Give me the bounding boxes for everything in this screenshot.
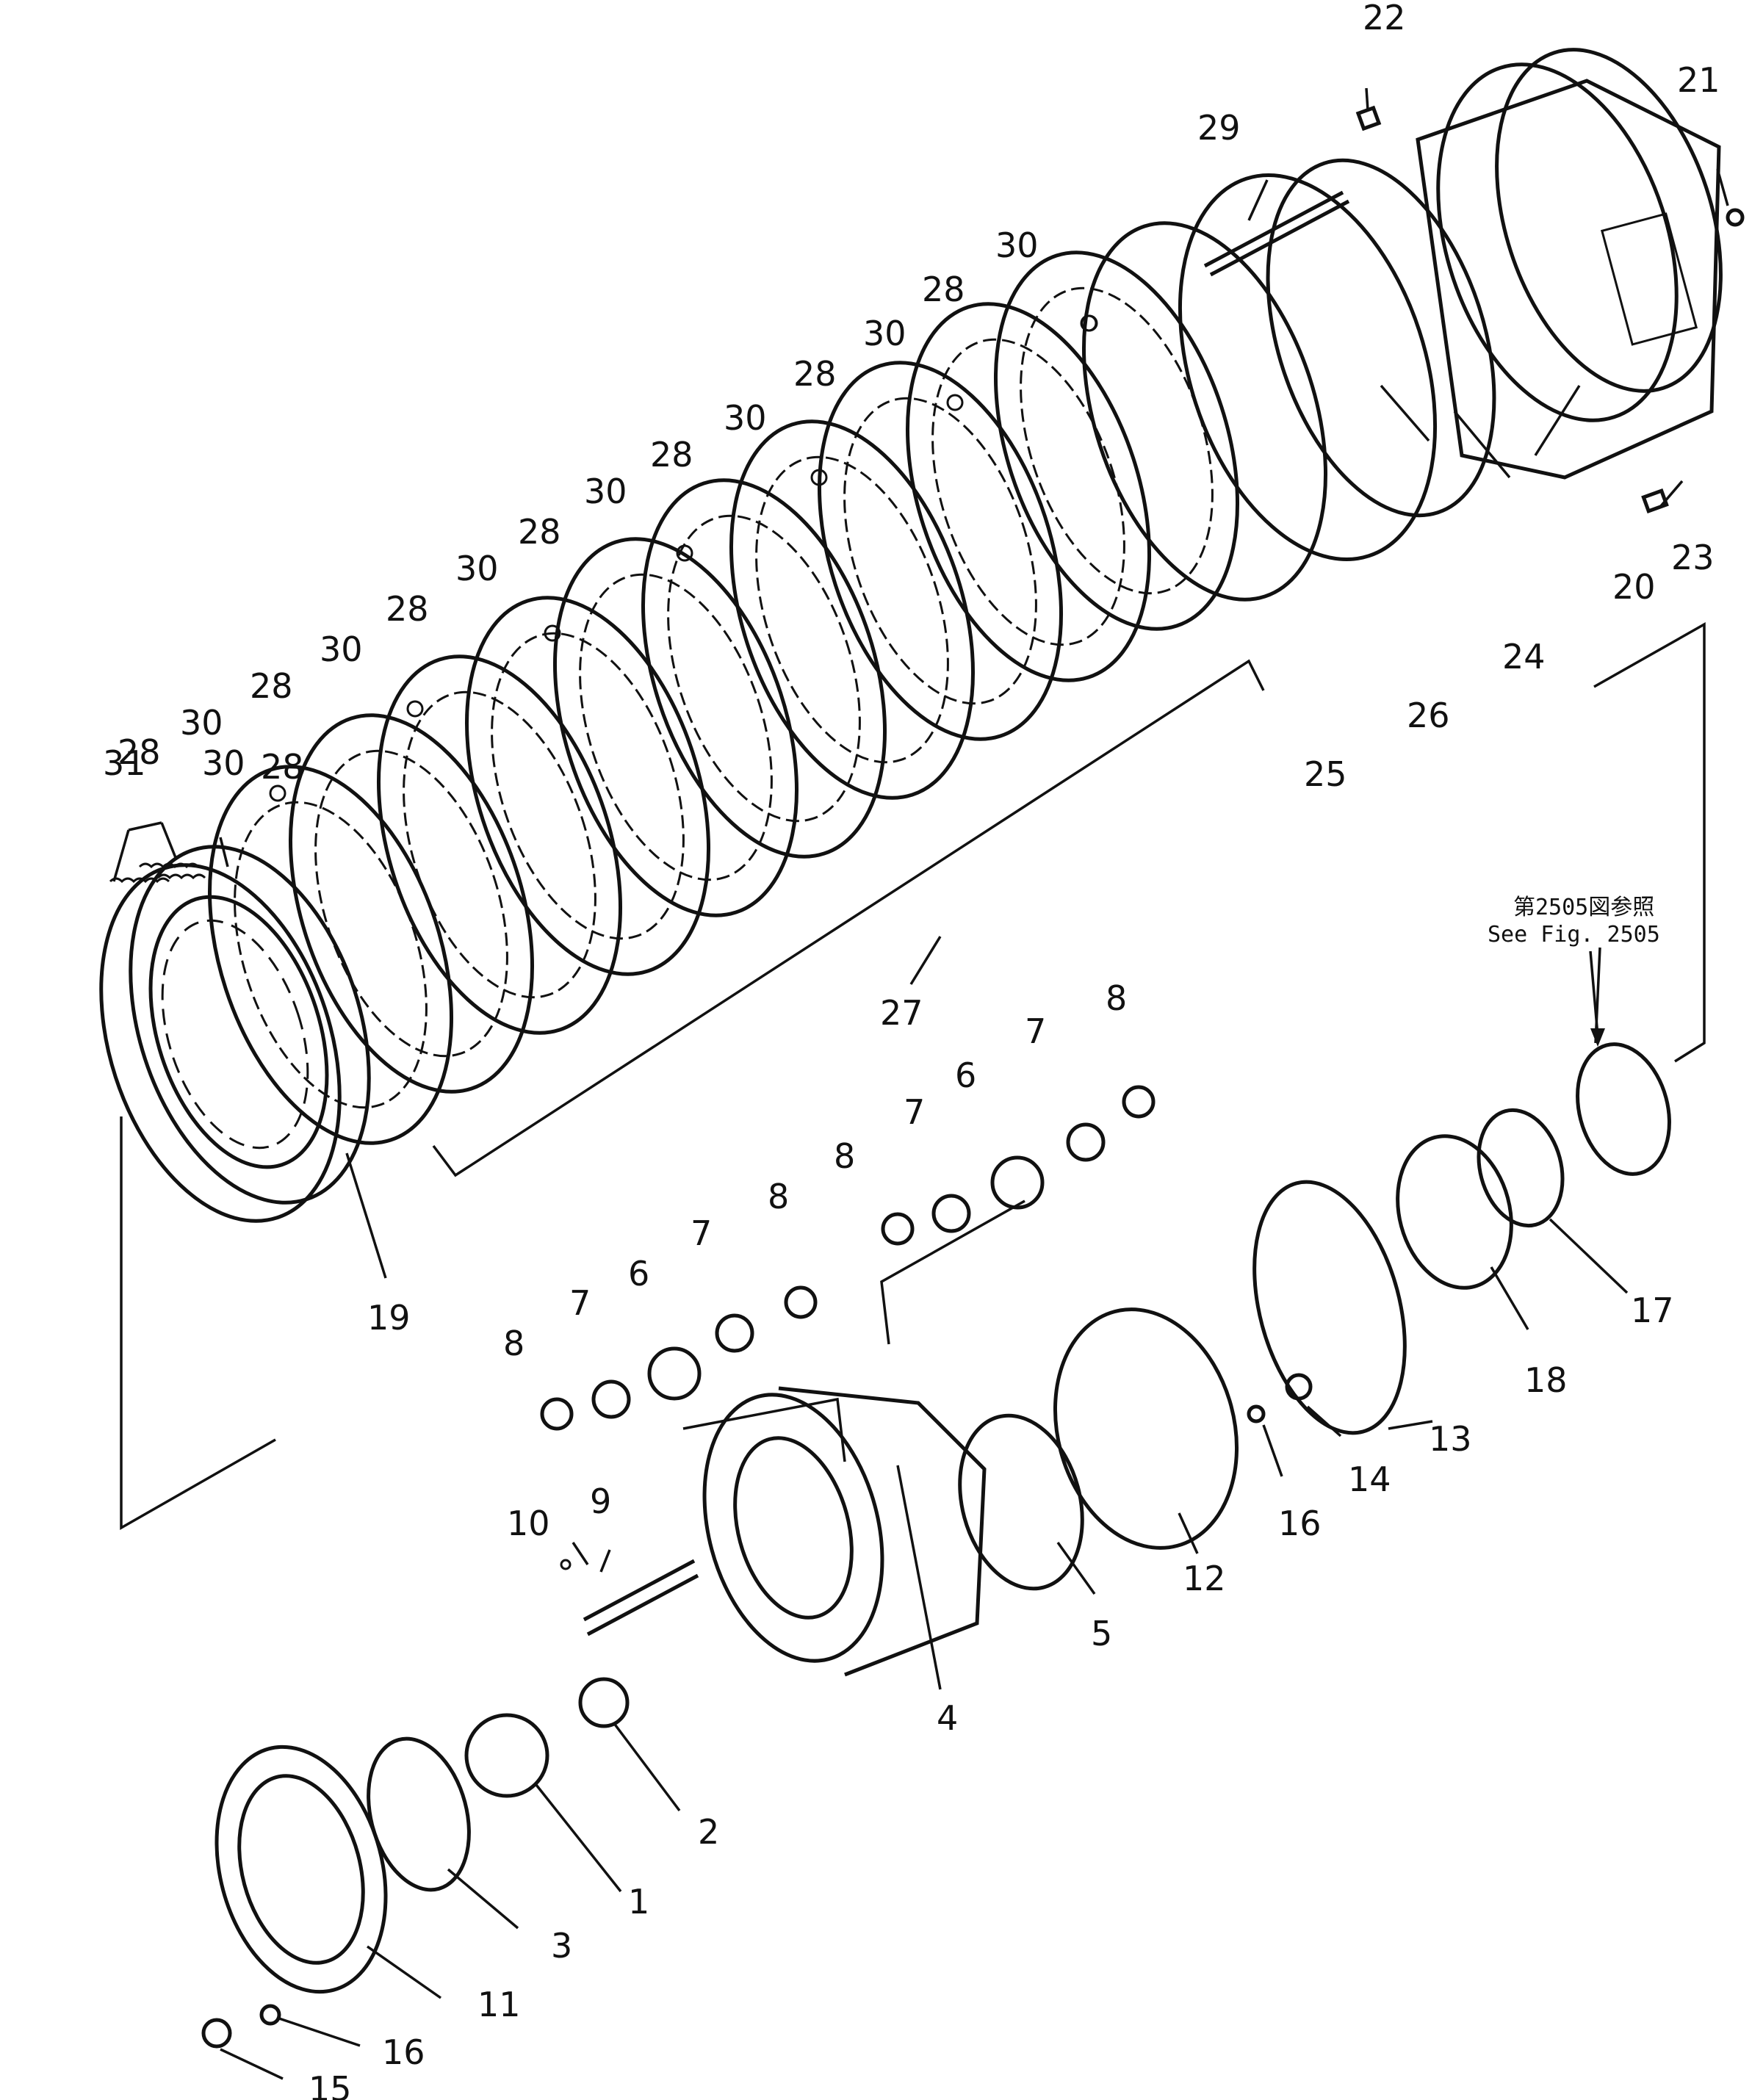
label-10: 10 — [507, 1504, 550, 1543]
label-8-d: 8 — [503, 1324, 524, 1363]
label-12: 12 — [1183, 1559, 1226, 1598]
label-13: 13 — [1429, 1419, 1472, 1459]
label-29: 29 — [1197, 108, 1241, 148]
label-24: 24 — [1502, 637, 1546, 676]
label-2: 2 — [698, 1812, 719, 1852]
label-28-c: 28 — [650, 435, 693, 475]
label-28-a: 28 — [922, 270, 965, 309]
label-7-a: 7 — [1025, 1011, 1046, 1051]
label-30-e: 30 — [455, 549, 499, 588]
label-22: 22 — [1363, 0, 1406, 37]
label-16-a: 16 — [1278, 1504, 1322, 1543]
washer-16b — [1247, 1404, 1266, 1424]
label-19: 19 — [367, 1298, 411, 1338]
label-30-a: 30 — [995, 225, 1039, 265]
label-28-h: 28 — [261, 747, 304, 787]
label-18: 18 — [1524, 1360, 1568, 1400]
label-28-g: 28 — [118, 732, 161, 772]
label-30-c: 30 — [724, 398, 767, 438]
reference-note-jp: 第2505図参照 — [1513, 895, 1654, 920]
bolt-14 — [1285, 1373, 1313, 1401]
ring-5 — [958, 1413, 1084, 1591]
long-pin — [1203, 190, 1350, 277]
cover-11 — [215, 1744, 388, 1994]
snap-rings — [269, 314, 1098, 802]
leader-lines — [112, 87, 1729, 2080]
label-8-a: 8 — [1106, 978, 1127, 1018]
shaft-pin — [560, 1559, 699, 1637]
label-5: 5 — [1091, 1614, 1112, 1653]
label-17: 17 — [1631, 1291, 1674, 1330]
clutch-drum — [99, 845, 371, 1223]
label-15: 15 — [309, 2069, 352, 2100]
reference-arrow — [1589, 950, 1599, 1036]
label-7-d: 7 — [569, 1283, 591, 1323]
label-7-b: 7 — [904, 1092, 925, 1132]
seal-ring-13 — [1252, 1180, 1407, 1435]
label-21: 21 — [1677, 60, 1720, 100]
label-1: 1 — [628, 1882, 649, 1922]
label-16-b: 16 — [382, 2032, 425, 2072]
label-8-b: 8 — [834, 1136, 855, 1176]
label-28-d: 28 — [518, 512, 561, 552]
clutch-housing — [1416, 48, 1723, 480]
label-14: 14 — [1348, 1459, 1391, 1499]
label-4: 4 — [937, 1698, 958, 1738]
label-7-c: 7 — [691, 1213, 712, 1253]
hub-17 — [1477, 1108, 1565, 1228]
reference-arrowhead — [1590, 1028, 1605, 1047]
bolt-15 — [201, 2018, 232, 2049]
sun-gear-1 — [464, 1713, 549, 1798]
label-30-d: 30 — [584, 472, 627, 511]
label-30-f: 30 — [320, 629, 363, 669]
label-31: 31 — [103, 743, 146, 783]
washer-16 — [259, 2004, 281, 2026]
dowel-pin-23 — [1641, 488, 1669, 514]
label-23: 23 — [1671, 538, 1715, 577]
bearing-18 — [1396, 1134, 1513, 1290]
label-28-f: 28 — [250, 666, 293, 706]
label-25: 25 — [1304, 754, 1347, 794]
planet-carrier — [702, 1386, 987, 1677]
label-28-e: 28 — [386, 589, 429, 629]
label-26: 26 — [1407, 696, 1450, 735]
bearing-ref — [1576, 1042, 1671, 1176]
piston-12 — [1053, 1307, 1239, 1550]
planet-gears — [540, 1085, 1156, 1431]
label-20: 20 — [1612, 567, 1656, 607]
label-9: 9 — [590, 1482, 611, 1521]
label-6-a: 6 — [955, 1056, 976, 1095]
part-labels: 22 21 29 30 28 30 28 30 28 30 28 30 28 3… — [103, 0, 1720, 2100]
label-3: 3 — [551, 1926, 572, 1966]
dowel-pin-22 — [1355, 105, 1382, 131]
cover-11-inner — [237, 1774, 365, 1965]
label-30-b: 30 — [863, 314, 906, 353]
label-30-h: 30 — [202, 743, 245, 783]
snap-ring-2 — [578, 1677, 630, 1728]
label-6-b: 6 — [628, 1254, 649, 1293]
label-28-b: 28 — [793, 354, 837, 394]
label-8-c: 8 — [768, 1177, 789, 1216]
reference-note-en: See Fig. 2505 — [1488, 922, 1660, 948]
label-30-g: 30 — [180, 703, 223, 743]
plug-21 — [1726, 208, 1745, 227]
label-27: 27 — [880, 993, 923, 1033]
clutch-plate-stack — [208, 158, 1496, 1177]
springs — [109, 862, 206, 884]
label-11: 11 — [477, 1985, 521, 2024]
